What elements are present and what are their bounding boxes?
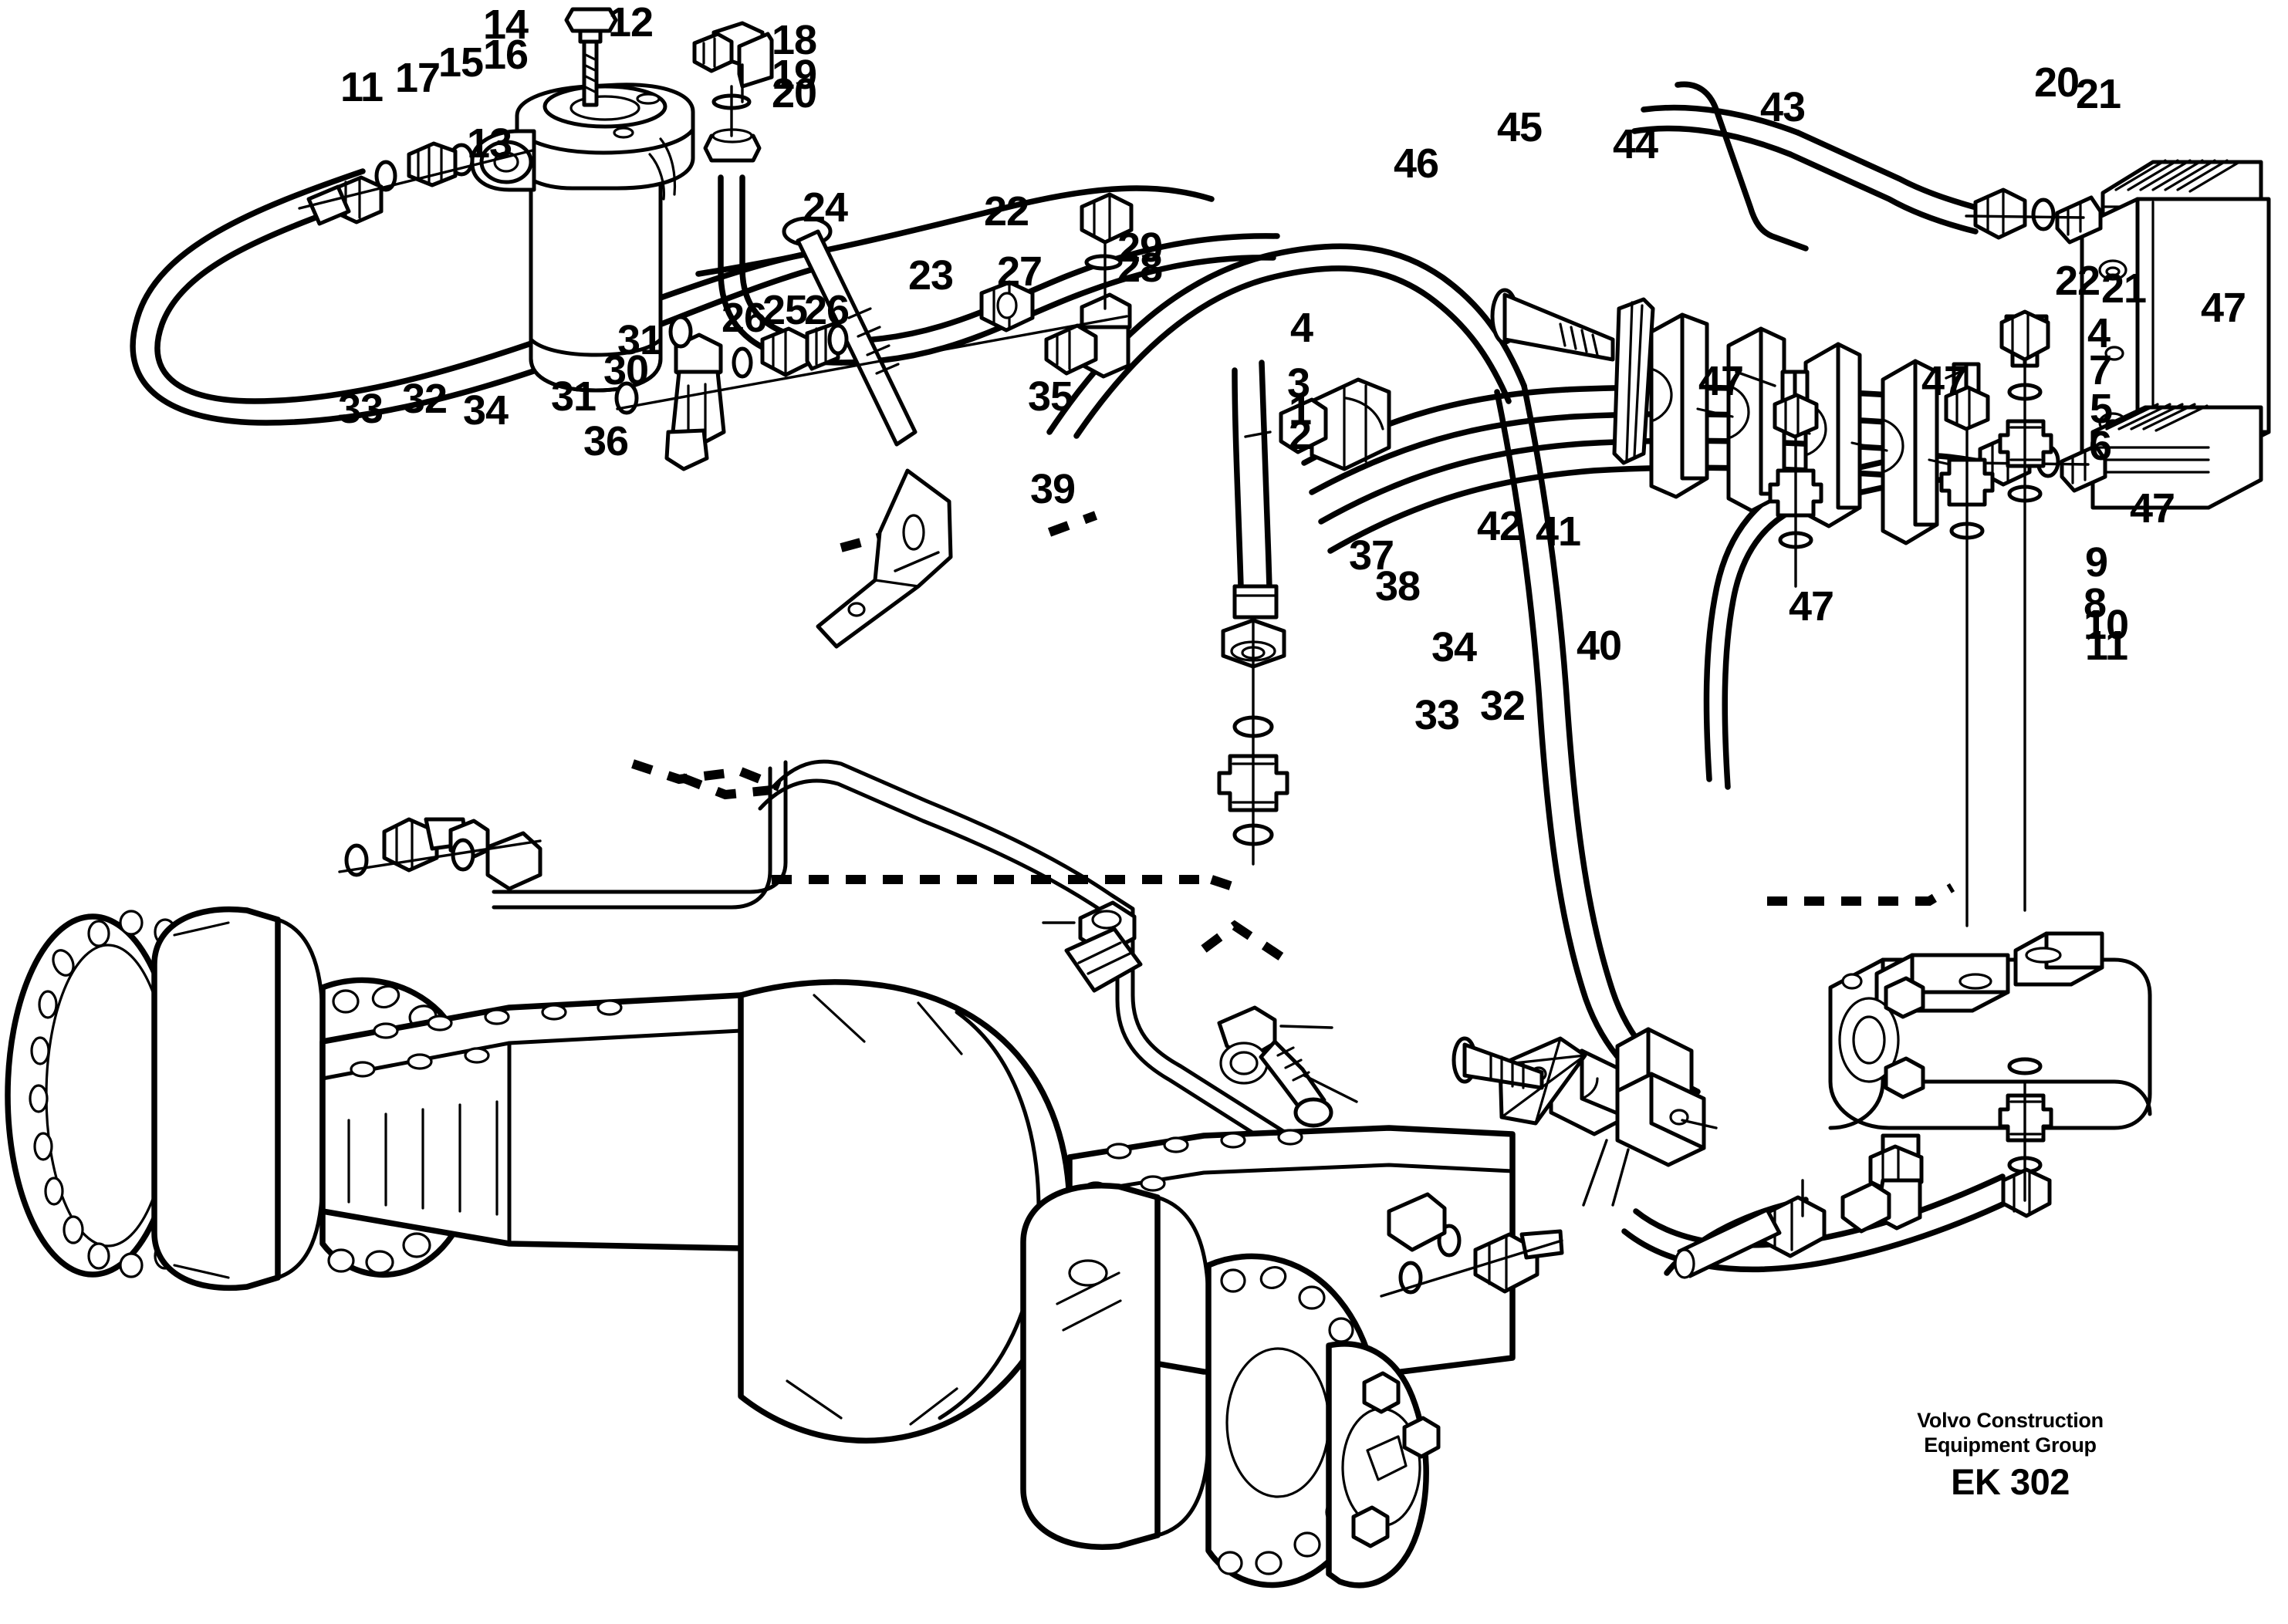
callout-9: 9 [2085, 539, 2108, 586]
callout-1: 1 [1289, 387, 1312, 434]
callout-11-top: 11 [340, 64, 384, 110]
callout-18: 18 [772, 17, 817, 63]
callout-6: 6 [2089, 423, 2112, 469]
callout-12: 12 [608, 0, 654, 46]
callout-31-upper: 31 [617, 317, 663, 363]
callout-26-left: 26 [722, 295, 767, 341]
callout-33-bottom: 33 [1414, 692, 1460, 738]
callout-21-lower: 21 [2101, 265, 2147, 312]
callout-47-hose-right: 47 [1921, 358, 1967, 404]
callout-10: 10 [2084, 602, 2129, 648]
callout-2: 2 [1289, 412, 1312, 458]
callout-28: 28 [1117, 245, 1163, 291]
callout-39: 39 [1030, 466, 1076, 512]
callout-3: 3 [1287, 360, 1310, 407]
callout-31-lower: 31 [551, 373, 597, 420]
callout-32-left: 32 [402, 376, 448, 422]
callout-41: 41 [1536, 508, 1581, 555]
callout-42: 42 [1477, 503, 1523, 549]
callout-15: 15 [438, 39, 484, 86]
callout-26-right: 26 [804, 287, 850, 333]
callout-20-filter: 20 [772, 70, 817, 116]
callout-34-bottom: 34 [1431, 624, 1477, 670]
callout-47-block: 47 [2130, 485, 2175, 532]
callout-25: 25 [762, 287, 808, 333]
drawing-code: EK 302 [1951, 1461, 2070, 1502]
callout-29: 29 [1117, 225, 1163, 271]
company-name-line2: Equipment Group [1924, 1433, 2097, 1457]
callout-4-right: 4 [2087, 310, 2111, 356]
callout-16: 16 [483, 32, 529, 78]
callout-7: 7 [2089, 347, 2112, 393]
callout-34-left: 34 [463, 387, 509, 434]
callout-24: 24 [803, 184, 848, 231]
callout-47-bottom: 47 [1789, 583, 1834, 630]
callout-47-hose-left: 47 [1698, 358, 1744, 404]
callout-46: 46 [1394, 140, 1439, 187]
callout-23: 23 [908, 252, 954, 299]
callout-44: 44 [1613, 121, 1658, 167]
callout-14: 14 [483, 2, 529, 48]
callout-37: 37 [1349, 532, 1394, 579]
callout-33-left: 33 [338, 386, 384, 432]
callout-8: 8 [2084, 580, 2107, 626]
callout-22-cooler: 22 [2055, 258, 2100, 304]
callout-47-cooler: 47 [2201, 285, 2246, 331]
callout-32-bottom: 32 [1480, 683, 1526, 729]
callout-19: 19 [772, 52, 817, 98]
callout-27: 27 [997, 248, 1043, 295]
callout-22-mid: 22 [984, 188, 1029, 235]
callout-11-bottom: 11 [2085, 623, 2128, 669]
callout-17: 17 [395, 55, 441, 101]
callout-35: 35 [1028, 373, 1073, 420]
callout-21-upper: 21 [2076, 71, 2121, 117]
callout-5: 5 [2090, 386, 2113, 432]
callout-45: 45 [1497, 104, 1543, 150]
callout-38: 38 [1375, 563, 1421, 609]
callout-20-cooler: 20 [2034, 59, 2080, 106]
callout-40: 40 [1577, 623, 1622, 669]
callout-30: 30 [603, 347, 649, 393]
callout-4-center: 4 [1290, 305, 1313, 351]
callout-36: 36 [583, 418, 629, 464]
callout-43: 43 [1760, 84, 1806, 130]
callout-13: 13 [467, 120, 512, 167]
footer-block: Volvo Construction Equipment Group EK 30… [1848, 1408, 2172, 1504]
company-name-line1: Volvo Construction [1917, 1409, 2104, 1432]
